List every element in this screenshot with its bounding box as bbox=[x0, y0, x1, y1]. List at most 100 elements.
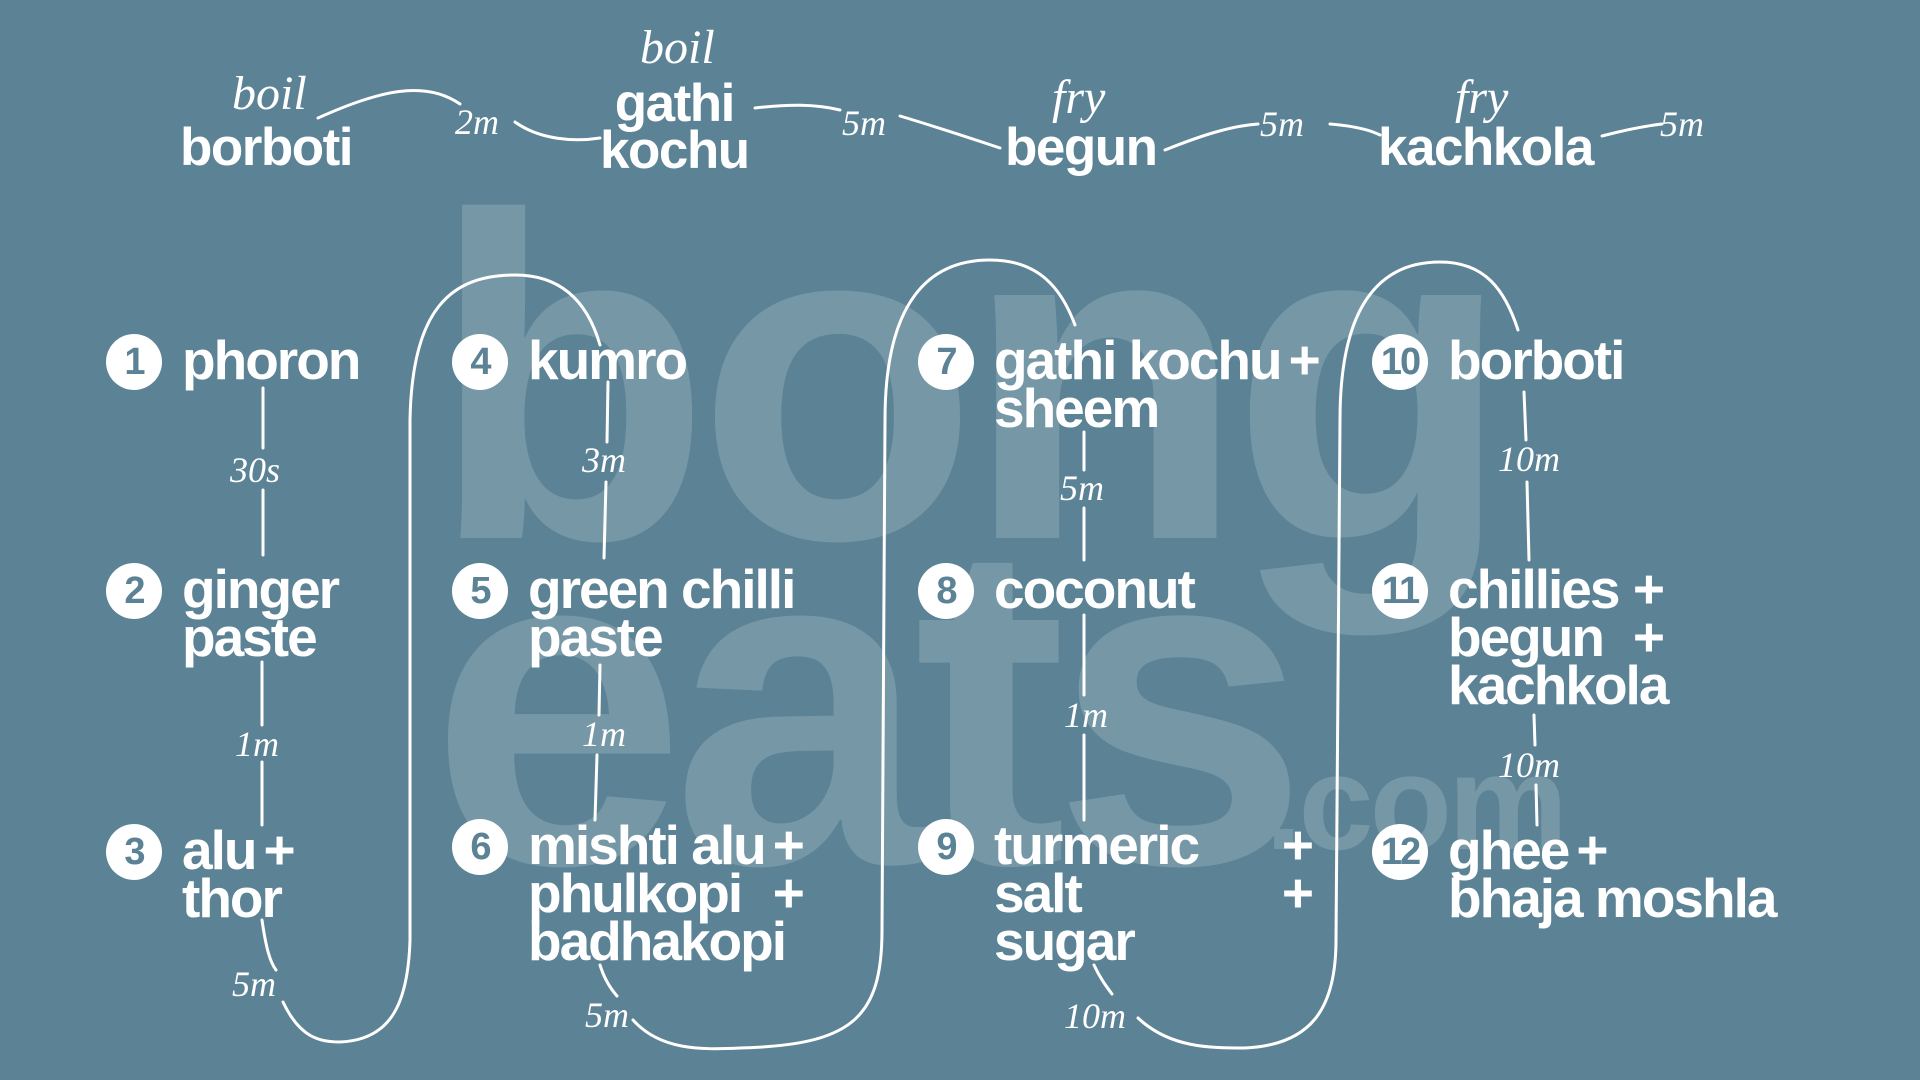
plus-sign: + bbox=[772, 814, 805, 876]
step-time: 10m bbox=[1498, 439, 1560, 479]
flow-line bbox=[605, 380, 610, 444]
prep-time: 5m bbox=[1260, 104, 1304, 144]
step-line: kachkola bbox=[1448, 658, 1669, 713]
step-line: salt + bbox=[994, 862, 1314, 924]
ingredient-text: badhakopi bbox=[528, 910, 787, 972]
flow-line bbox=[598, 963, 619, 998]
step-number-badge: 7 bbox=[918, 334, 974, 390]
prep-ingredient-begun: begun bbox=[1005, 118, 1158, 177]
step-time: 5m bbox=[232, 964, 276, 1004]
prep-time: 2m bbox=[455, 102, 499, 142]
ingredient-text: kachkola bbox=[1448, 654, 1669, 716]
flow-line bbox=[281, 273, 602, 1044]
step-line: begun + bbox=[1448, 606, 1665, 668]
step-1: 1 phoron bbox=[106, 329, 367, 391]
step-time: 1m bbox=[582, 714, 626, 754]
prep-line: kochu bbox=[600, 121, 750, 180]
plus-sign: + bbox=[1632, 606, 1665, 668]
step-line: phulkopi+ bbox=[528, 862, 805, 924]
step-line: alu+ bbox=[182, 819, 296, 881]
step-line: borboti bbox=[1448, 329, 1631, 391]
prep-ingredient-kachkola: kachkola bbox=[1378, 121, 1594, 174]
prep-time: 5m bbox=[842, 103, 886, 143]
step-time: 1m bbox=[235, 724, 279, 764]
ingredient-text: paste bbox=[528, 606, 664, 668]
flow-line bbox=[602, 480, 608, 560]
prep-time: 5m bbox=[1660, 104, 1704, 144]
step-line: paste bbox=[528, 606, 802, 668]
plus-sign: + bbox=[1281, 814, 1314, 876]
step-time: 5m bbox=[1060, 468, 1104, 508]
plus-sign: + bbox=[1576, 819, 1608, 881]
step-number-badge: 1 bbox=[106, 334, 162, 390]
step-line: turmeric+ bbox=[994, 814, 1314, 876]
ingredient-text: chillies bbox=[1448, 558, 1620, 620]
prep-connector bbox=[898, 114, 1002, 150]
step-8: 8 coconut bbox=[918, 562, 1202, 619]
ingredient-text: ginger bbox=[182, 558, 340, 620]
ingredient-text: ghee bbox=[1448, 819, 1570, 881]
step-number-badge: 4 bbox=[452, 334, 508, 390]
step-number-badge: 6 bbox=[452, 819, 508, 875]
prep-ingredient-gathi-kochu: gathi kochu bbox=[600, 77, 750, 180]
step-4: 4 kumro bbox=[452, 333, 694, 390]
ingredient-text: sheem bbox=[994, 377, 1160, 439]
flow-line bbox=[1525, 480, 1531, 562]
step-line: mishti alu+ bbox=[528, 814, 805, 876]
flow-line bbox=[1522, 390, 1528, 442]
plus-sign: + bbox=[263, 819, 295, 881]
step-5: 5 green chilli paste bbox=[452, 558, 802, 668]
step-number-badge: 11 bbox=[1372, 563, 1428, 619]
ingredient-text: green chilli bbox=[528, 558, 796, 620]
flow-line bbox=[260, 918, 278, 972]
step-number-badge: 9 bbox=[918, 819, 974, 875]
prep-connector bbox=[316, 88, 462, 120]
step-line: green chilli bbox=[528, 558, 802, 620]
ingredient-text: borboti bbox=[1448, 329, 1625, 391]
step-3: 3 alu+ thor bbox=[106, 819, 296, 929]
step-line: paste bbox=[182, 606, 346, 668]
step-line: coconut bbox=[994, 562, 1202, 617]
step-number-badge: 12 bbox=[1372, 824, 1428, 880]
step-line: sugar bbox=[994, 914, 1312, 969]
prep-connector bbox=[753, 103, 842, 112]
prep-line: begun bbox=[1005, 118, 1158, 177]
flow-line bbox=[1534, 783, 1539, 827]
step-time: 3m bbox=[582, 440, 626, 480]
step-line: bhaja moshla bbox=[1448, 871, 1783, 926]
flow-line bbox=[593, 753, 599, 822]
prep-verb: fry bbox=[1052, 71, 1106, 124]
plus-sign: + bbox=[1288, 329, 1321, 391]
flow-line bbox=[1136, 260, 1520, 1050]
plus-sign: + bbox=[1632, 558, 1665, 620]
flow-line bbox=[1532, 713, 1537, 747]
step-line: gathi kochu+ bbox=[994, 329, 1321, 391]
prep-verb: boil bbox=[640, 21, 715, 74]
ingredient-text: phoron bbox=[182, 329, 361, 391]
step-number-badge: 3 bbox=[106, 824, 162, 880]
ingredient-text: begun bbox=[1448, 606, 1605, 668]
prep-verb: boil bbox=[232, 67, 307, 120]
prep-line: borboti bbox=[180, 118, 354, 177]
prep-connector bbox=[1600, 122, 1664, 138]
flow-line bbox=[597, 663, 602, 717]
prep-connector bbox=[1328, 122, 1382, 137]
step-line: chillies+ bbox=[1448, 558, 1665, 620]
step-time: 1m bbox=[1064, 695, 1108, 735]
prep-connector bbox=[1163, 122, 1260, 152]
prep-verb: fry bbox=[1455, 71, 1509, 124]
plus-sign: + bbox=[1281, 862, 1314, 924]
step-time: 10m bbox=[1064, 996, 1126, 1036]
step-line: phoron bbox=[182, 329, 367, 391]
ingredient-text: gathi kochu bbox=[994, 329, 1283, 391]
step-number-badge: 10 bbox=[1372, 334, 1428, 390]
step-time: 5m bbox=[585, 995, 629, 1035]
step-7: 7 gathi kochu+ sheem bbox=[918, 329, 1321, 439]
plus-sign: + bbox=[772, 862, 805, 924]
ingredient-text: thor bbox=[182, 867, 283, 929]
ingredient-text: paste bbox=[182, 606, 318, 668]
step-line: ginger bbox=[182, 558, 346, 620]
ingredient-text: salt bbox=[994, 862, 1083, 924]
ingredient-text: alu bbox=[182, 819, 257, 881]
